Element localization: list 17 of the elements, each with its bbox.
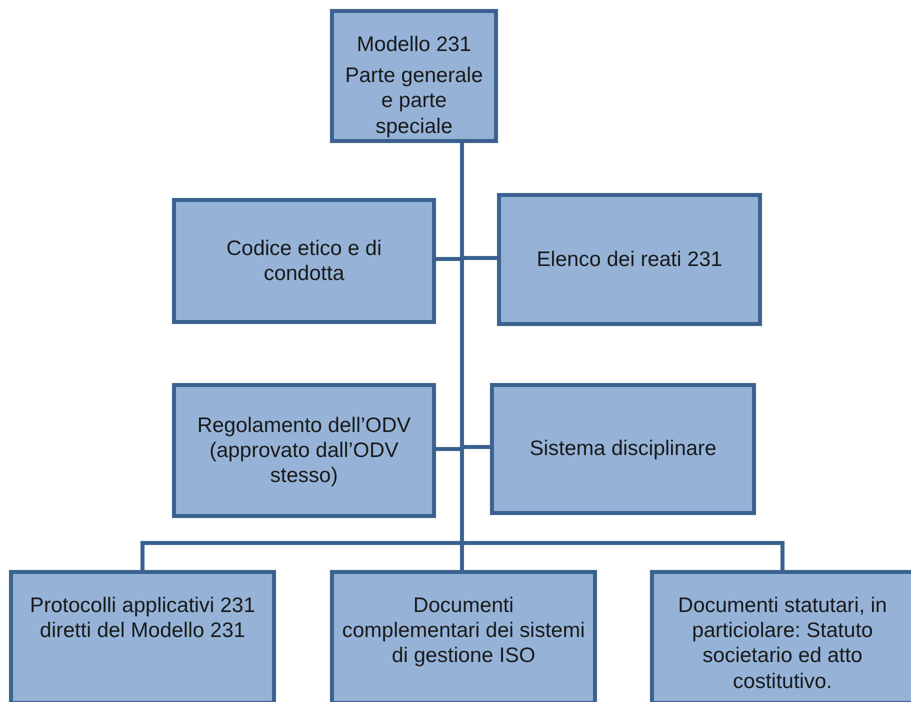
document-box (330, 9, 498, 143)
document-box (9, 570, 276, 702)
box-title: Regolamento dell’ODV (approvato dall’ODV stesso) (196, 412, 412, 488)
document-box (172, 198, 436, 324)
box-title: Codice etico e di condotta (225, 236, 383, 286)
box-text: Parte generale e parte speciale (344, 63, 484, 139)
document-box (497, 193, 762, 326)
box-title: Protocolli applicativi 231 diretti del Modello 231 (28, 593, 256, 644)
box-title: Documenti statutari, in particiolare: Statuto societario ed atto costitutivo. (677, 593, 888, 694)
document-box (330, 570, 597, 702)
document-box (650, 570, 911, 702)
box-title: Sistema disciplinare (530, 436, 716, 462)
document-box (490, 383, 756, 515)
box-title: Elenco dei reati 231 (536, 246, 722, 272)
box-title: Modello 231 (356, 32, 472, 58)
document-box (172, 383, 436, 518)
box-title: Documenti complementari dei sistemi di gestione ISO (342, 593, 585, 669)
